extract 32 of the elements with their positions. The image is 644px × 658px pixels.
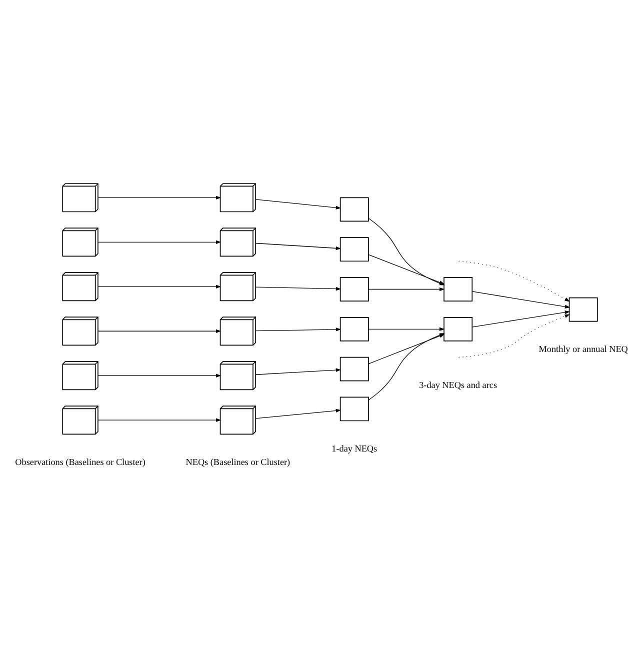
label: NEQs (Baselines or Cluster)	[186, 457, 290, 468]
node-box	[340, 396, 369, 422]
arrow	[368, 287, 445, 292]
arrow	[98, 374, 222, 378]
arrow	[256, 199, 342, 210]
label: Observations (Baselines or Cluster)	[15, 457, 146, 468]
arrow	[98, 418, 222, 422]
arrow	[98, 196, 222, 200]
arrow	[256, 368, 342, 375]
arrow	[458, 260, 570, 302]
label: 3-day NEQs and arcs	[419, 380, 498, 390]
label: 1-day NEQs	[332, 443, 378, 454]
node-box	[340, 277, 369, 302]
arrow	[256, 242, 342, 250]
arrow	[472, 310, 570, 328]
node-box	[444, 277, 473, 302]
arrow	[98, 284, 222, 288]
arrow	[256, 286, 342, 291]
arrow	[472, 291, 570, 308]
node-box	[444, 316, 473, 342]
arrow	[256, 328, 342, 332]
node-box	[340, 197, 369, 222]
arrow	[98, 240, 222, 244]
node-box	[340, 316, 369, 342]
arrow	[458, 310, 570, 358]
node-box	[340, 237, 369, 262]
arrow	[256, 408, 342, 419]
arrow	[98, 329, 222, 333]
node-box	[568, 297, 598, 322]
arrow	[368, 327, 445, 331]
label: Monthly or annual NEQ	[538, 344, 628, 354]
node-box	[340, 356, 369, 382]
